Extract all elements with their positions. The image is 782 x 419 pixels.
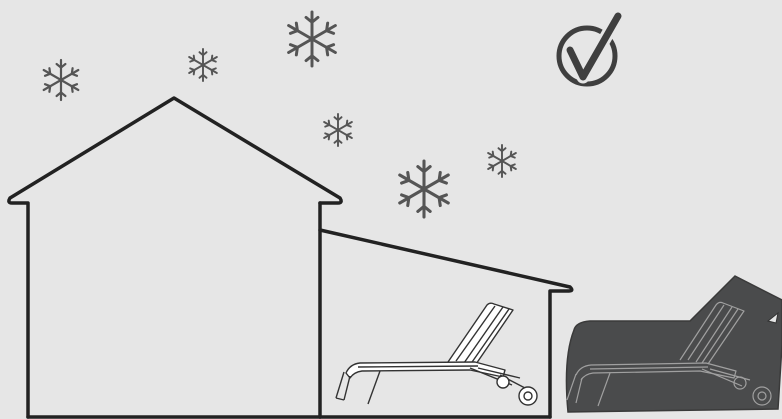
winter-storage-illustration: [0, 0, 782, 419]
